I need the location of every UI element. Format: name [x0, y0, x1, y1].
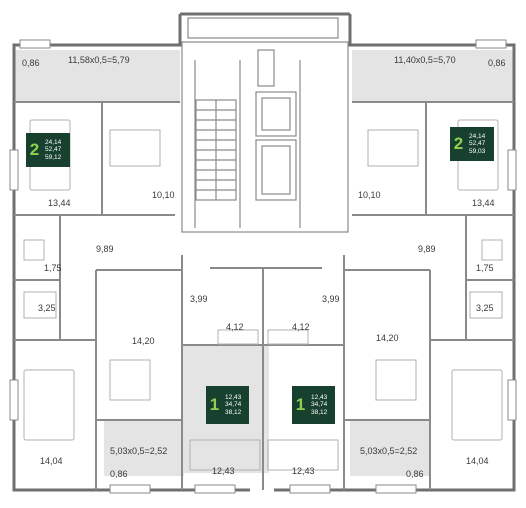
windows — [9, 39, 517, 494]
apartment-badge-bottom-left: 1 12,43 34,74 38,12 — [206, 386, 249, 424]
label-living-bottom-middle-left: 12,43 — [212, 466, 235, 476]
label-bedroom-top-right: 13,44 — [472, 198, 495, 208]
label-balcony-bottom-left-calc: 5,03x0,5=2,52 — [110, 446, 168, 456]
label-balcony-top-left-calc: 11,58x0,5=5,79 — [68, 55, 130, 65]
label-hall-top-right: 9,89 — [418, 244, 436, 254]
label-kitchen-top-left: 10,10 — [152, 190, 175, 200]
label-kitchen-left: 14,20 — [132, 336, 155, 346]
apartment-area-living: 24,14 — [45, 138, 62, 146]
apartment-area-total: 34,74 — [311, 401, 328, 409]
label-kitchen-top-right: 10,10 — [358, 190, 381, 200]
label-kitchen-right: 14,20 — [376, 333, 399, 343]
balcony-bottom-left — [104, 420, 184, 476]
label-balcony-top-right-calc: 11,40x0,5=5,70 — [394, 55, 456, 65]
apartment-rooms-count: 2 — [453, 134, 464, 153]
outer-walls — [12, 12, 516, 492]
label-balcony-bottom-right-small: 0,86 — [406, 469, 424, 479]
label-wc-top-right: 1,75 — [476, 263, 494, 273]
apartment-area-living: 24,14 — [469, 132, 486, 140]
label-bedroom-top-left: 13,44 — [48, 198, 71, 208]
apartment-area-total: 34,74 — [225, 401, 242, 409]
label-bath-middle-left: 3,99 — [190, 294, 208, 304]
label-living-bottom-middle-right: 12,43 — [292, 466, 315, 476]
apartment-area-total: 52,47 — [469, 140, 486, 148]
apartment-rooms-count: 1 — [209, 395, 220, 414]
label-balcony-bottom-left-small: 0,86 — [110, 469, 128, 479]
balcony-top-left — [14, 50, 180, 102]
label-bedroom-bottom-right: 14,04 — [466, 456, 489, 466]
stair-tower — [181, 17, 349, 233]
apartment-area-living: 12,43 — [311, 393, 328, 401]
label-balcony-top-left-small: 0,86 — [22, 58, 40, 68]
apartment-area-with-balcony: 59,12 — [45, 153, 62, 161]
label-hall-middle-left: 4,12 — [226, 322, 244, 332]
shaded-areas — [14, 50, 514, 476]
label-bedroom-bottom-left: 14,04 — [40, 456, 63, 466]
balcony-bottom-right — [350, 420, 430, 476]
label-bath-top-left: 3,25 — [38, 303, 56, 313]
label-bath-top-right: 3,25 — [476, 303, 494, 313]
label-hall-middle-right: 4,12 — [292, 322, 310, 332]
apartment-area-total: 52,47 — [45, 146, 62, 154]
label-hall-top-left: 9,89 — [96, 244, 114, 254]
interior-walls — [14, 101, 514, 490]
apartment-badge-bottom-right: 1 12,43 34,74 38,12 — [292, 386, 335, 424]
apartment-badge-top-left: 2 24,14 52,47 59,12 — [26, 133, 70, 167]
label-bath-middle-right: 3,99 — [322, 294, 340, 304]
apartment-rooms-count: 1 — [295, 395, 306, 414]
apartment-rooms-count: 2 — [29, 140, 40, 159]
balcony-top-right — [352, 50, 514, 102]
apartment-area-living: 12,43 — [225, 393, 242, 401]
label-wc-top-left: 1,75 — [44, 263, 62, 273]
apartment-badge-top-right: 2 24,14 52,47 59,03 — [450, 127, 494, 161]
apartment-area-with-balcony: 59,03 — [469, 147, 486, 155]
label-balcony-bottom-right-calc: 5,03x0,5=2,52 — [360, 446, 418, 456]
apartment-area-with-balcony: 38,12 — [225, 408, 242, 416]
apartment-area-with-balcony: 38,12 — [311, 408, 328, 416]
label-balcony-top-right-small: 0,86 — [488, 58, 506, 68]
